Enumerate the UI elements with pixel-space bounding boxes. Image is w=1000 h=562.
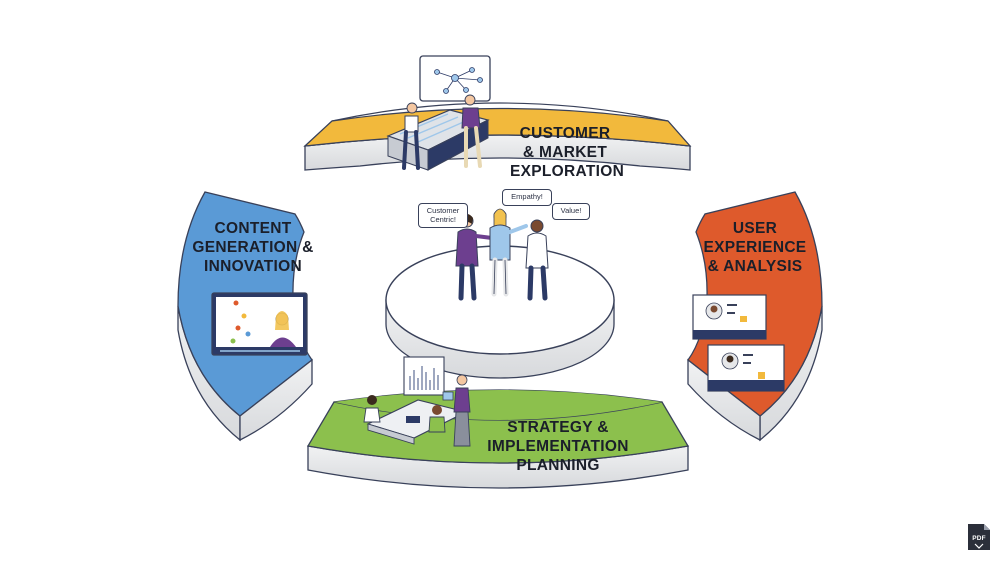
label-strategy-planning: STRATEGY & IMPLEMENTATION PLANNING bbox=[487, 419, 629, 474]
person-dark-icon bbox=[525, 219, 549, 301]
person-blonde-icon bbox=[489, 208, 528, 297]
bubble-value: Value! bbox=[552, 203, 590, 220]
center-people-illustration bbox=[455, 208, 549, 301]
label-customer-market: CUSTOMER & MARKET EXPLORATION bbox=[510, 125, 625, 180]
exploration-illustration bbox=[386, 55, 491, 171]
pdf-download-label: PDF bbox=[972, 535, 986, 542]
segment-customer-market bbox=[303, 102, 692, 171]
bubble-customer-centric: Customer Centric! bbox=[418, 203, 468, 228]
label-user-experience: USER EXPERIENCE & ANALYSIS bbox=[703, 220, 807, 275]
strategy-meeting-illustration bbox=[363, 356, 471, 447]
pdf-download-icon[interactable] bbox=[968, 524, 990, 550]
label-content-innovation: CONTENT GENERATION & INNOVATION bbox=[192, 220, 314, 275]
bubble-empathy: Empathy! bbox=[502, 189, 552, 206]
content-video-illustration bbox=[211, 292, 308, 356]
user-profile-cards-illustration bbox=[692, 294, 785, 392]
